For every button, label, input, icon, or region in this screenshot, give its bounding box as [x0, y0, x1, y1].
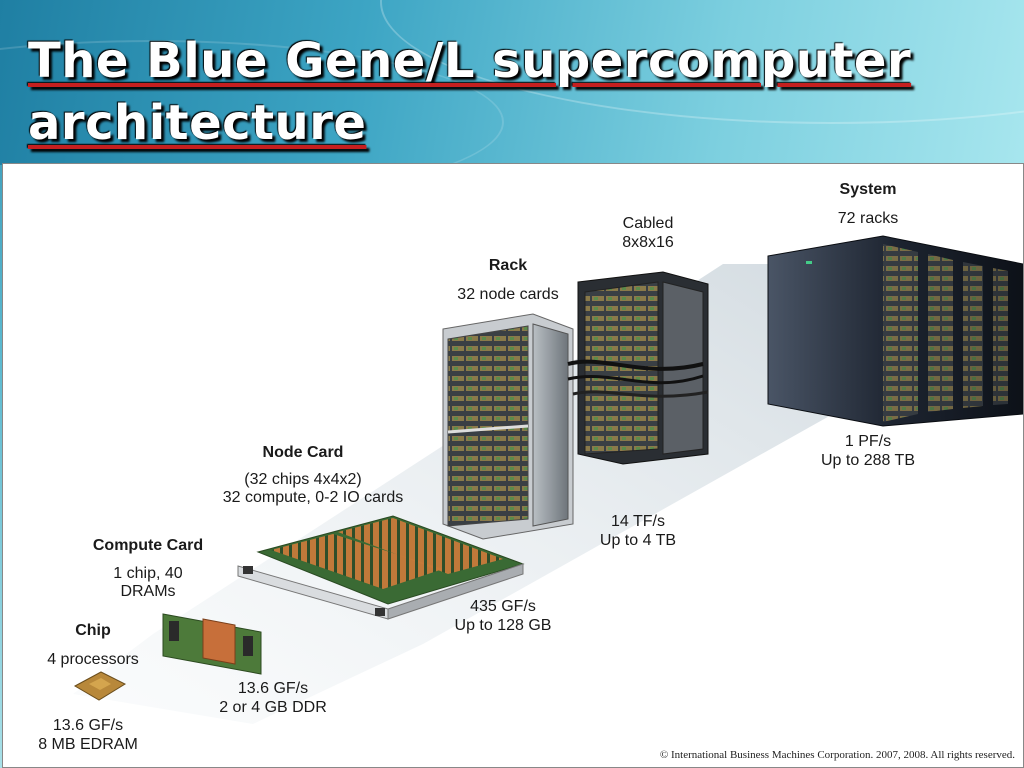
- slide-title: The Blue Gene/L supercomputer architectu…: [28, 30, 928, 154]
- compute-card-image: [162, 613, 262, 675]
- node-card-heading: Node Card: [262, 444, 344, 461]
- rack-heading: Rack: [488, 257, 528, 274]
- rack-image: [442, 313, 574, 540]
- node-card-image: [237, 515, 525, 620]
- compute-card-memory: 2 or 4 GB DDR: [219, 699, 327, 716]
- architecture-diagram: System 72 racks 1 PF/s Up to 288 TB Cabl…: [2, 163, 1024, 768]
- chip-heading: Chip: [75, 622, 111, 639]
- cabled-heading: Cabled: [622, 215, 674, 232]
- cabled-topology: 8x8x16: [622, 234, 674, 251]
- chip-processors: 4 processors: [47, 651, 139, 668]
- slide-title-line-2: architecture: [28, 95, 367, 151]
- node-card-chips: (32 chips 4x4x2): [244, 471, 362, 488]
- compute-card-performance: 13.6 GF/s: [237, 680, 309, 697]
- system-heading: System: [839, 181, 897, 198]
- compute-card-drams: DRAMs: [120, 583, 176, 600]
- copyright-notice: © International Business Machines Corpor…: [659, 749, 1015, 761]
- system-memory: Up to 288 TB: [821, 452, 915, 469]
- rack-node-cards: 32 node cards: [457, 286, 559, 303]
- rack-memory: Up to 4 TB: [599, 532, 677, 549]
- rack-performance: 14 TF/s: [611, 513, 665, 530]
- slide-title-line-1: The Blue Gene/L supercomputer: [28, 33, 912, 89]
- title-banner: [0, 0, 1024, 165]
- cabled-racks-image: [567, 271, 709, 465]
- compute-card-heading: Compute Card: [92, 537, 204, 554]
- chip-memory: 8 MB EDRAM: [38, 736, 138, 753]
- system-racks: 72 racks: [837, 210, 899, 227]
- compute-card-chip-dram: 1 chip, 40: [113, 565, 183, 582]
- node-card-performance: 435 GF/s: [470, 598, 536, 615]
- system-image: [767, 235, 1023, 427]
- hardware-illustration: [73, 235, 1023, 724]
- node-card-compute-io: 32 compute, 0-2 IO cards: [222, 489, 404, 506]
- node-card-memory: Up to 128 GB: [454, 617, 552, 634]
- chip-performance: 13.6 GF/s: [52, 717, 124, 734]
- system-performance: 1 PF/s: [844, 433, 892, 450]
- chip-image: [73, 671, 127, 701]
